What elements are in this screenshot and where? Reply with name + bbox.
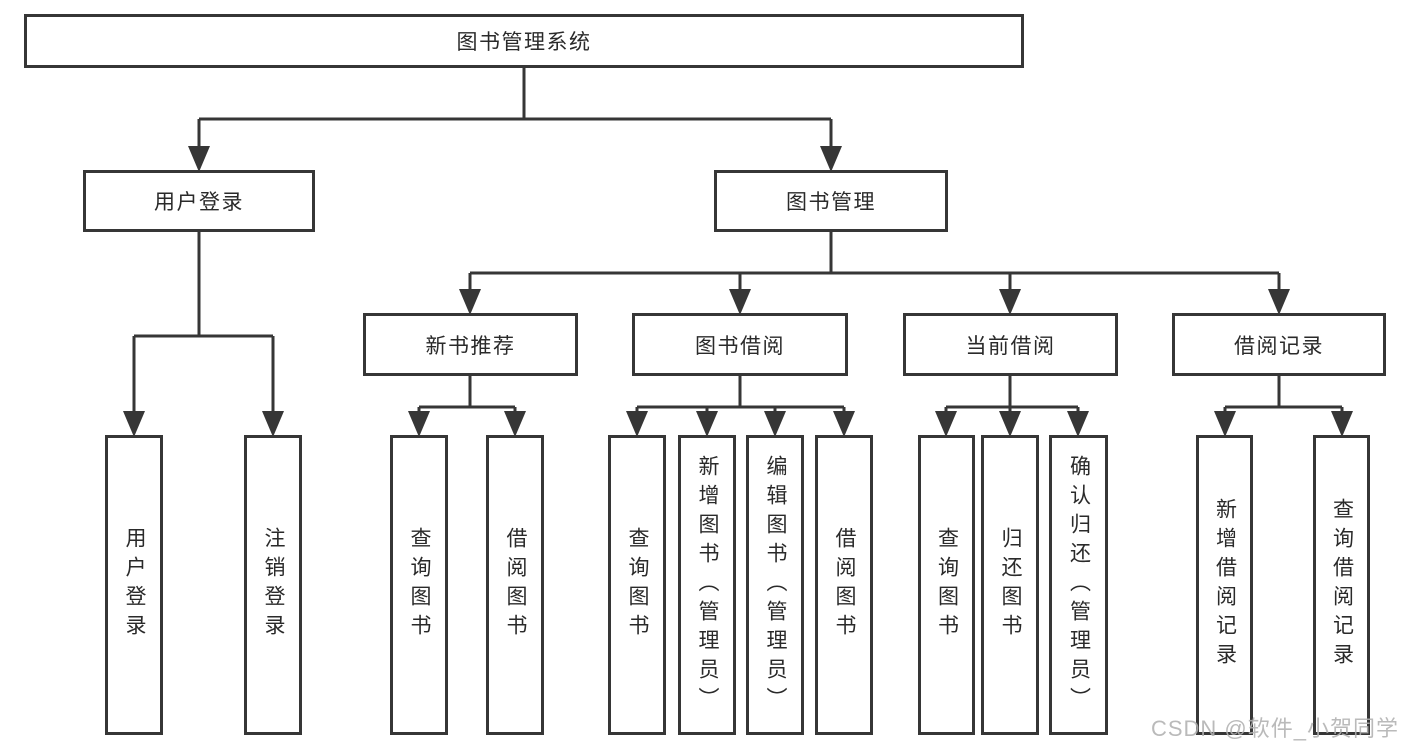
leaf-label: 归还图书 [999,527,1022,643]
node-current-borrowing: 当前借阅 [903,313,1118,376]
leaf-return-books: 归还图书 [981,435,1039,735]
leaf-query-books-recommend: 查询图书 [390,435,448,735]
leaf-label: 借阅图书 [504,527,527,643]
leaf-borrow-books-borrowing: 借阅图书 [815,435,873,735]
node-borrowing-records: 借阅记录 [1172,313,1386,376]
leaf-label: 查询图书 [935,527,959,643]
leaf-label: 查询图书 [408,527,431,643]
leaf-label: 确认归还（管理员） [1067,454,1091,716]
leaf-confirm-return-admin: 确认归还（管理员） [1049,435,1108,735]
leaf-query-books-current: 查询图书 [918,435,975,735]
node-label: 图书管理系统 [456,31,592,54]
leaf-label: 查询借阅记录 [1330,498,1354,672]
node-label: 用户登录 [154,191,244,214]
node-book-management: 图书管理 [714,170,948,232]
leaf-query-books-borrowing: 查询图书 [608,435,666,735]
leaf-query-borrow-record: 查询借阅记录 [1313,435,1370,735]
node-label: 新书推荐 [425,334,516,358]
leaf-label: 编辑图书（管理员） [764,454,787,716]
node-label: 借阅记录 [1234,334,1324,358]
node-label: 图书管理 [786,191,876,214]
node-library-management-system: 图书管理系统 [24,14,1024,68]
leaf-borrow-books-recommend: 借阅图书 [486,435,544,735]
leaf-logout: 注销登录 [244,435,302,735]
leaf-label: 查询图书 [626,527,649,643]
leaf-user-login: 用户登录 [105,435,163,735]
node-book-borrowing: 图书借阅 [632,313,848,376]
leaf-label: 借阅图书 [833,527,856,643]
leaf-add-book-admin: 新增图书（管理员） [678,435,736,735]
leaf-add-borrow-record: 新增借阅记录 [1196,435,1253,735]
node-user-login: 用户登录 [83,170,315,232]
leaf-edit-book-admin: 编辑图书（管理员） [746,435,804,735]
node-label: 图书借阅 [695,334,785,358]
leaf-label: 新增图书（管理员） [696,454,719,716]
leaf-label: 新增借阅记录 [1213,498,1237,672]
leaf-label: 用户登录 [123,527,146,643]
leaf-label: 注销登录 [262,527,285,643]
node-new-book-recommendation: 新书推荐 [363,313,578,376]
node-label: 当前借阅 [965,334,1056,358]
